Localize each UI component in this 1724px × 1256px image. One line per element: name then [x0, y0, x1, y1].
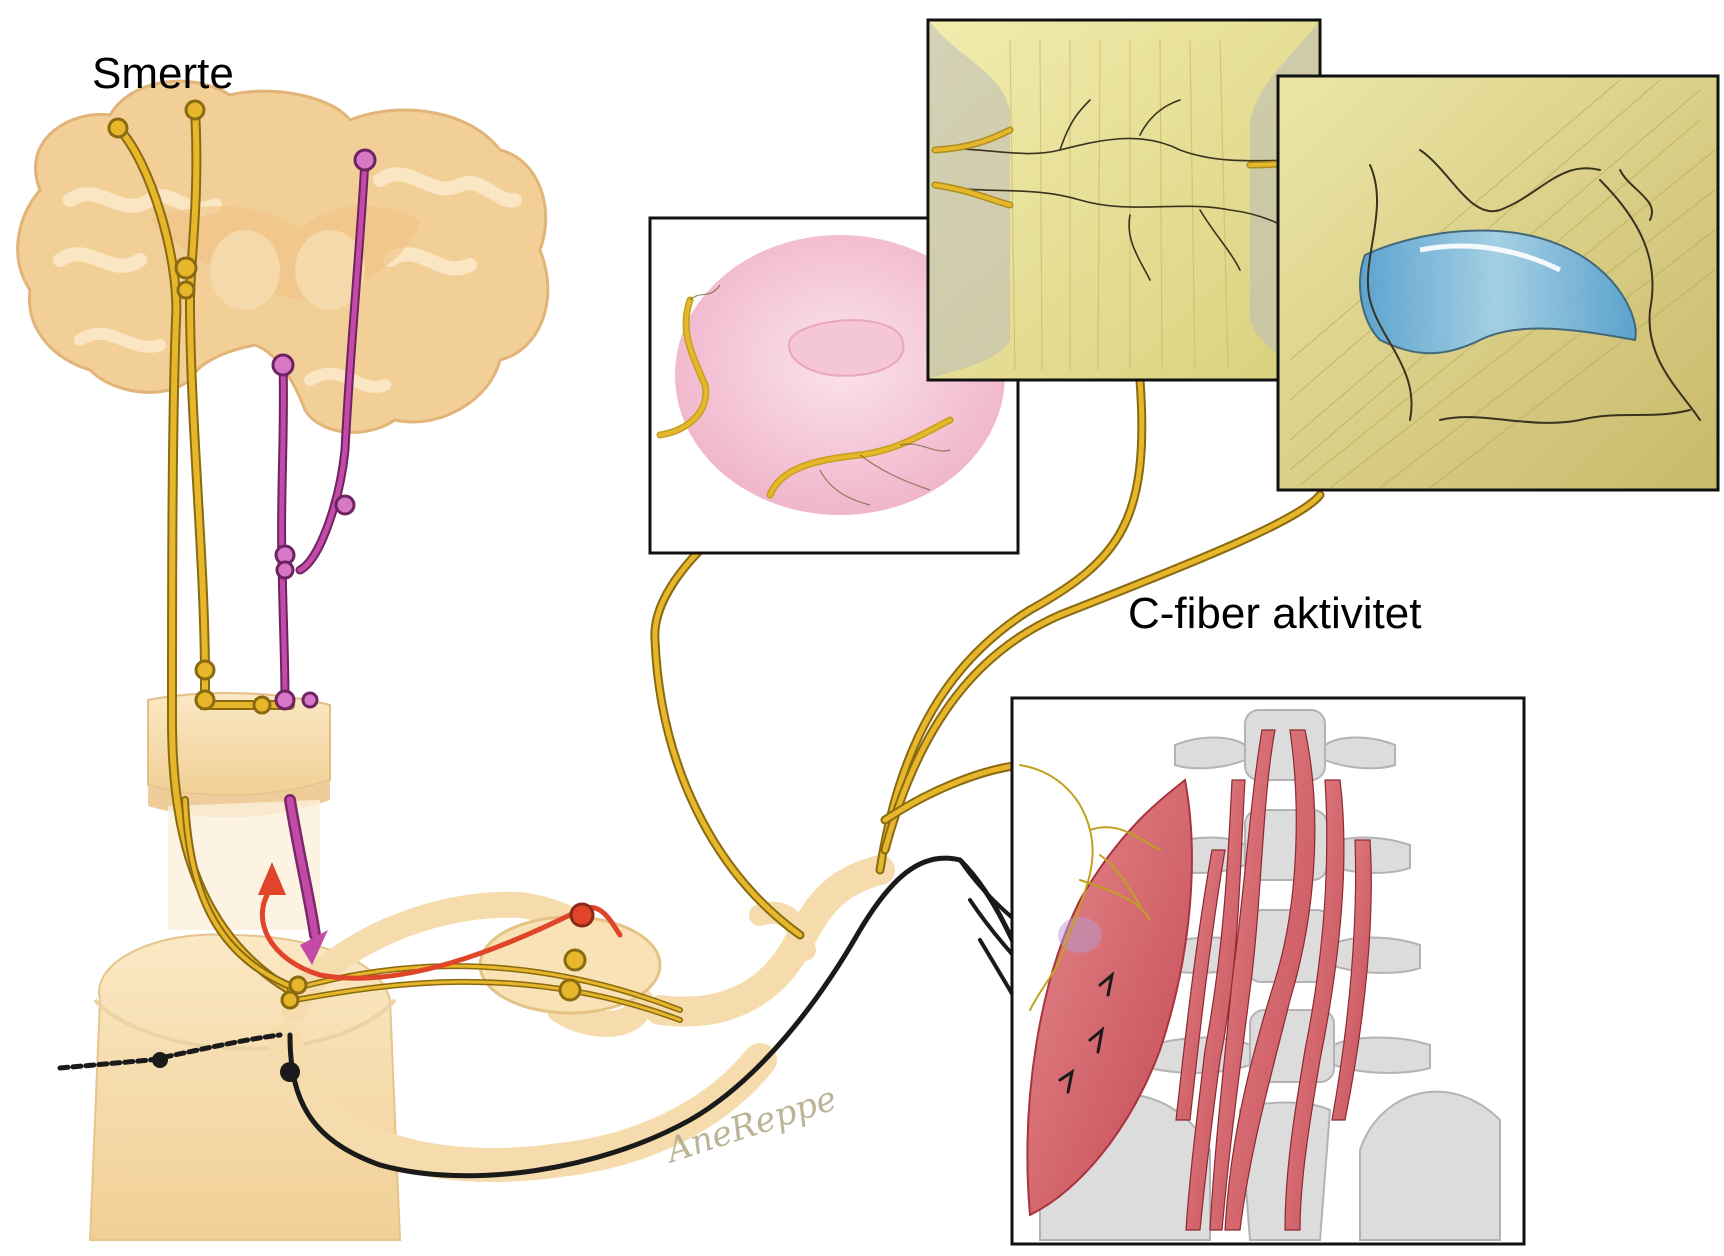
ganglion-cell-yellow-1 [565, 950, 585, 970]
c-fiber-activity-label: C-fiber aktivitet [1128, 592, 1421, 636]
ganglion-cell-red [571, 904, 593, 926]
interneuron-cell [152, 1052, 168, 1068]
back-muscles-panel [1012, 698, 1524, 1244]
ligament-panel [928, 20, 1320, 380]
pain-label: Smerte [92, 52, 234, 96]
ganglion-cell-yellow-2 [560, 980, 580, 1000]
motor-neuron-cell [280, 1062, 300, 1082]
intervertebral-disc-panel [1278, 76, 1718, 490]
